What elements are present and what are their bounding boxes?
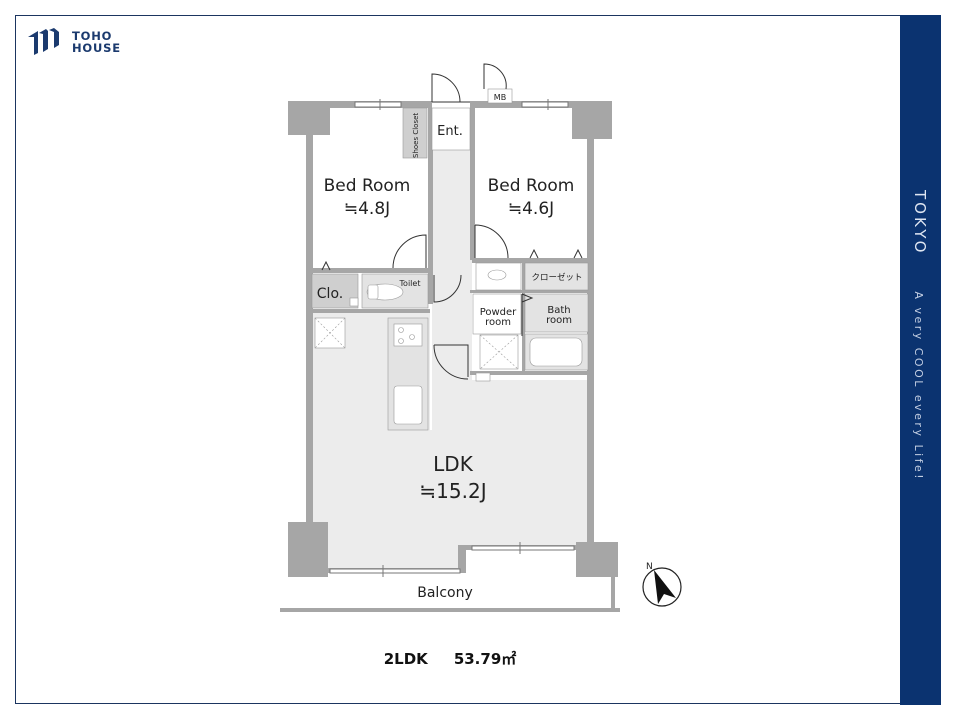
brand-line2: HOUSE <box>72 41 121 55</box>
bedroom1-name: Bed Room <box>324 176 411 196</box>
closet-label: Clo. <box>317 286 343 302</box>
plan-summary: 2LDK 53.79㎡ <box>0 648 900 669</box>
brand-line1: TOHO <box>72 29 113 43</box>
side-band-text: TOKYO A very COOL every Life! <box>911 190 929 481</box>
logo-mark-icon <box>28 28 59 55</box>
bedroom2-size: ≒4.6J <box>508 199 554 219</box>
windows <box>329 99 575 577</box>
doors <box>321 63 583 380</box>
balcony-label: Balcony <box>417 585 473 601</box>
toilet-label: Toilet <box>399 279 421 288</box>
entrance-label: Ent. <box>437 124 463 139</box>
meter-box-label: MB <box>494 93 506 102</box>
side-band <box>900 15 941 705</box>
fixtures <box>311 88 589 431</box>
shoes-closet-label: Shoes Closet <box>412 113 420 158</box>
bath-room-label-2: room <box>546 315 572 326</box>
compass-north-label: N <box>646 562 653 572</box>
floor-area: 53.79㎡ <box>453 650 517 668</box>
bath-room-label-1: Bath <box>547 305 570 316</box>
bedroom1-size: ≒4.8J <box>344 199 390 219</box>
floor-plan: Bed Room ≒4.8J Bed Room ≒4.6J Ent. Shoes… <box>280 63 682 612</box>
layout-type: 2LDK <box>383 650 428 668</box>
closet-jp-label: クローゼット <box>531 272 582 283</box>
powder-room-label-1: Powder <box>480 307 517 318</box>
ldk-name: LDK <box>433 452 474 476</box>
powder-room-label-2: room <box>485 317 511 328</box>
bedroom2-name: Bed Room <box>488 176 575 196</box>
city-label: TOKYO <box>911 190 929 256</box>
tagline: A very COOL every Life! <box>912 291 925 482</box>
compass-icon: N <box>642 562 682 607</box>
ldk-size: ≒15.2J <box>419 479 486 503</box>
